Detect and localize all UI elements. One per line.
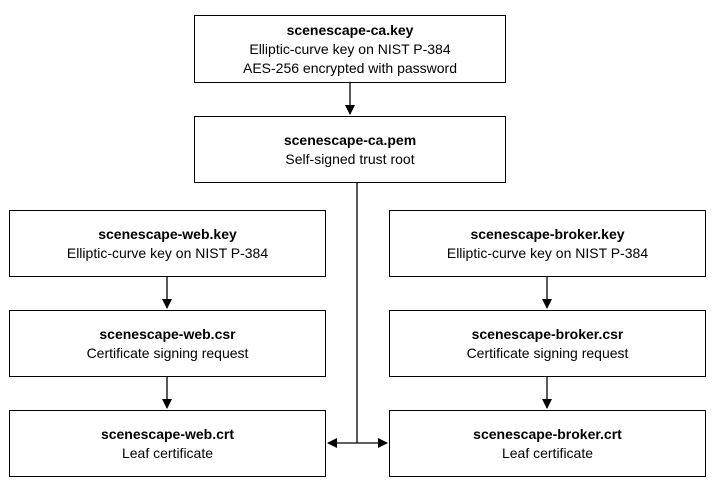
node-web-crt-title: scenescape-web.crt — [100, 425, 235, 442]
node-ca-pem: scenescape-ca.pem Self-signed trust root — [194, 116, 506, 183]
node-ca-pem-description: Self-signed trust root — [285, 150, 415, 167]
node-web-csr-description: Certificate signing request — [86, 344, 249, 361]
node-web-crt: scenescape-web.crt Leaf certificate — [9, 410, 326, 477]
node-broker-csr: scenescape-broker.csr Certificate signin… — [389, 310, 706, 377]
node-web-csr: scenescape-web.csr Certificate signing r… — [9, 310, 326, 377]
node-ca-key-encryption: AES-256 encrypted with password — [243, 59, 457, 76]
node-broker-key: scenescape-broker.key Elliptic-curve key… — [389, 210, 706, 277]
node-web-key: scenescape-web.key Elliptic-curve key on… — [9, 210, 326, 277]
node-ca-key: scenescape-ca.key Elliptic-curve key on … — [194, 15, 506, 83]
node-web-key-description: Elliptic-curve key on NIST P-384 — [66, 244, 269, 261]
node-broker-csr-description: Certificate signing request — [466, 344, 629, 361]
node-broker-crt-title: scenescape-broker.crt — [473, 425, 622, 442]
node-ca-key-description: Elliptic-curve key on NIST P-384 — [249, 40, 451, 57]
node-web-csr-title: scenescape-web.csr — [99, 325, 236, 342]
node-web-key-title: scenescape-web.key — [98, 225, 237, 242]
node-broker-crt-description: Leaf certificate — [501, 444, 594, 461]
node-web-crt-description: Leaf certificate — [121, 444, 214, 461]
node-broker-key-title: scenescape-broker.key — [470, 225, 625, 242]
node-broker-crt: scenescape-broker.crt Leaf certificate — [389, 410, 706, 477]
node-broker-key-description: Elliptic-curve key on NIST P-384 — [446, 244, 649, 261]
node-ca-key-title: scenescape-ca.key — [286, 21, 414, 38]
node-ca-pem-title: scenescape-ca.pem — [283, 131, 417, 148]
node-broker-csr-title: scenescape-broker.csr — [471, 325, 624, 342]
